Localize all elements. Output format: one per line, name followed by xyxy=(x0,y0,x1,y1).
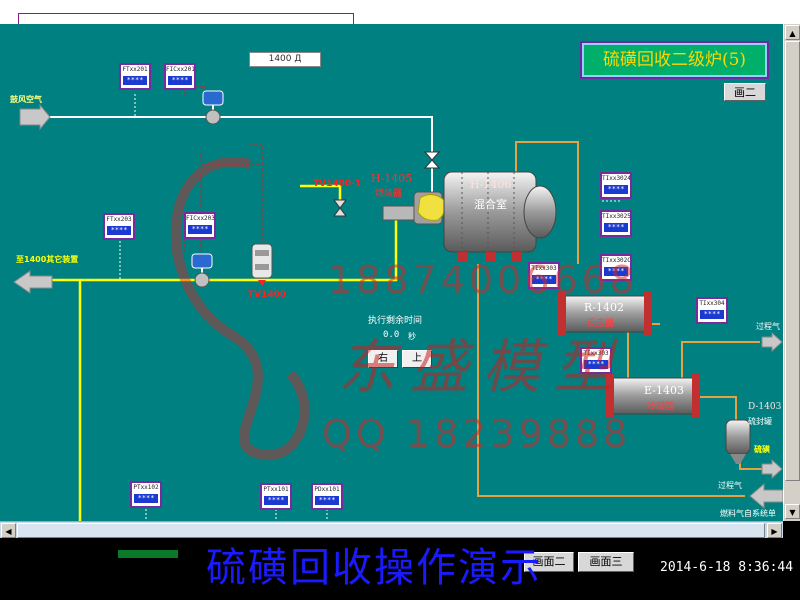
clock: 2014-6-18 8:36:44 xyxy=(660,560,794,575)
r1402-name: 反应器 xyxy=(587,319,615,329)
screen-three-bottom-button[interactable]: 画面三 xyxy=(578,552,634,572)
screen-two-button[interactable]: 画二 xyxy=(724,83,766,101)
h1405-id: H-1405 xyxy=(371,172,413,185)
horizontal-scrollbar[interactable]: ◀ ▶ xyxy=(0,521,783,539)
burner-h1405 xyxy=(382,191,446,225)
instrument-tag[interactable]: TIxx303**** xyxy=(528,262,560,289)
mixing-chamber-h1406 xyxy=(443,171,557,262)
process-gas-out-arrow xyxy=(761,331,783,353)
timer-up-button[interactable]: 上 xyxy=(402,350,432,368)
e1403-name: 冷凝器 xyxy=(647,402,675,412)
to-1400-label: 至1400其它装置 xyxy=(16,255,79,264)
scroll-right-arrow[interactable]: ▶ xyxy=(767,523,782,538)
instrument-tag[interactable]: PTxx101**** xyxy=(260,483,292,510)
instrument-tag[interactable]: TIxx304**** xyxy=(696,297,728,324)
timer-title: 执行剩余时间 xyxy=(368,316,423,326)
timer-right-button[interactable]: 右 xyxy=(368,350,398,368)
h1406-name: 混合室 xyxy=(474,198,507,211)
instrument-tag[interactable]: FICxx201**** xyxy=(164,63,196,90)
watermark-brand: 东盛模型 xyxy=(338,333,627,401)
air-control-valve xyxy=(202,90,224,125)
d1403-id: D-1403 xyxy=(748,402,782,412)
watermark-phone: 18874006668 xyxy=(328,258,638,302)
condenser-e1403 xyxy=(606,374,700,418)
scroll-down-arrow[interactable]: ▼ xyxy=(785,504,800,519)
fuel-in-label: 燃料气自系统单 xyxy=(720,509,776,518)
page-title: 硫磺回收二级炉(5) xyxy=(580,41,769,79)
horizontal-scroll-thumb[interactable] xyxy=(17,523,765,538)
tv-left-tag: TV1400 xyxy=(248,290,287,300)
fuel-control-valve xyxy=(191,253,213,288)
instrument-tag[interactable]: TIxx3025**** xyxy=(600,210,632,237)
e1403-id: E-1403 xyxy=(644,384,684,397)
process-gas-in-arrow xyxy=(749,482,783,510)
process-canvas: 硫磺回收二级炉(5) 画二 1400 Д 鼓风空气 至1400其它装置 过程气 … xyxy=(0,24,783,521)
top-placard: 1400 Д xyxy=(249,52,321,67)
bottom-bar xyxy=(0,538,800,600)
r1402-id: R-1402 xyxy=(584,301,624,314)
vertical-scroll-thumb[interactable] xyxy=(785,41,800,481)
seal-pot-d1403 xyxy=(725,419,751,464)
instrument-tag[interactable]: FTxx203**** xyxy=(103,213,135,240)
instrument-tag[interactable]: TIxx302C**** xyxy=(600,254,632,281)
air-inlet-arrow xyxy=(19,103,51,131)
h1405-name: 燃烧器 xyxy=(375,189,403,199)
timer-value: 0.0 xyxy=(383,330,400,340)
process-gas-in-label: 过程气 xyxy=(718,481,742,490)
vertical-scrollbar[interactable]: ▲ ▼ xyxy=(783,24,800,521)
instrument-tag[interactable]: TIxx303**** xyxy=(580,347,612,374)
instrument-tag[interactable]: PDxx101**** xyxy=(311,483,343,510)
air-header-valve xyxy=(423,151,441,169)
instrument-tag[interactable]: FTxx201**** xyxy=(119,63,151,90)
tv-mid-tag: TV1400-1 xyxy=(313,179,362,189)
d1403-name: 硫封罐 xyxy=(748,417,772,426)
instrument-tag[interactable]: TIxx3024**** xyxy=(600,172,632,199)
green-tab xyxy=(118,550,178,558)
air-in-label: 鼓风空气 xyxy=(10,95,42,104)
instrument-tag[interactable]: PTxx102**** xyxy=(130,481,162,508)
process-gas-out-label: 过程气 xyxy=(756,322,780,331)
reactor-r1402 xyxy=(558,292,652,336)
watermark-swirl xyxy=(170,157,310,461)
watermark-qq: QQ 18239888 xyxy=(322,412,632,456)
top-frame xyxy=(18,13,354,26)
instrument-tag[interactable]: FICxx203**** xyxy=(184,212,216,239)
h1406-id: H-1406 xyxy=(470,178,512,191)
scroll-left-arrow[interactable]: ◀ xyxy=(1,523,16,538)
process-diagram xyxy=(13,85,783,521)
timer-unit: 秒 xyxy=(408,332,416,341)
sulfur-out-arrow xyxy=(761,458,783,480)
fuel-outlet-arrow xyxy=(13,270,53,294)
temp-valve-actuator xyxy=(251,243,273,286)
fuel-line-valve xyxy=(333,199,347,217)
screen-two-bottom-button[interactable]: 画面二 xyxy=(524,552,574,572)
sulfur-out-label: 硫磺 xyxy=(754,445,770,454)
scroll-up-arrow[interactable]: ▲ xyxy=(785,25,800,40)
demo-title: 硫磺回收操作演示 xyxy=(206,545,542,591)
air-line xyxy=(48,116,433,212)
